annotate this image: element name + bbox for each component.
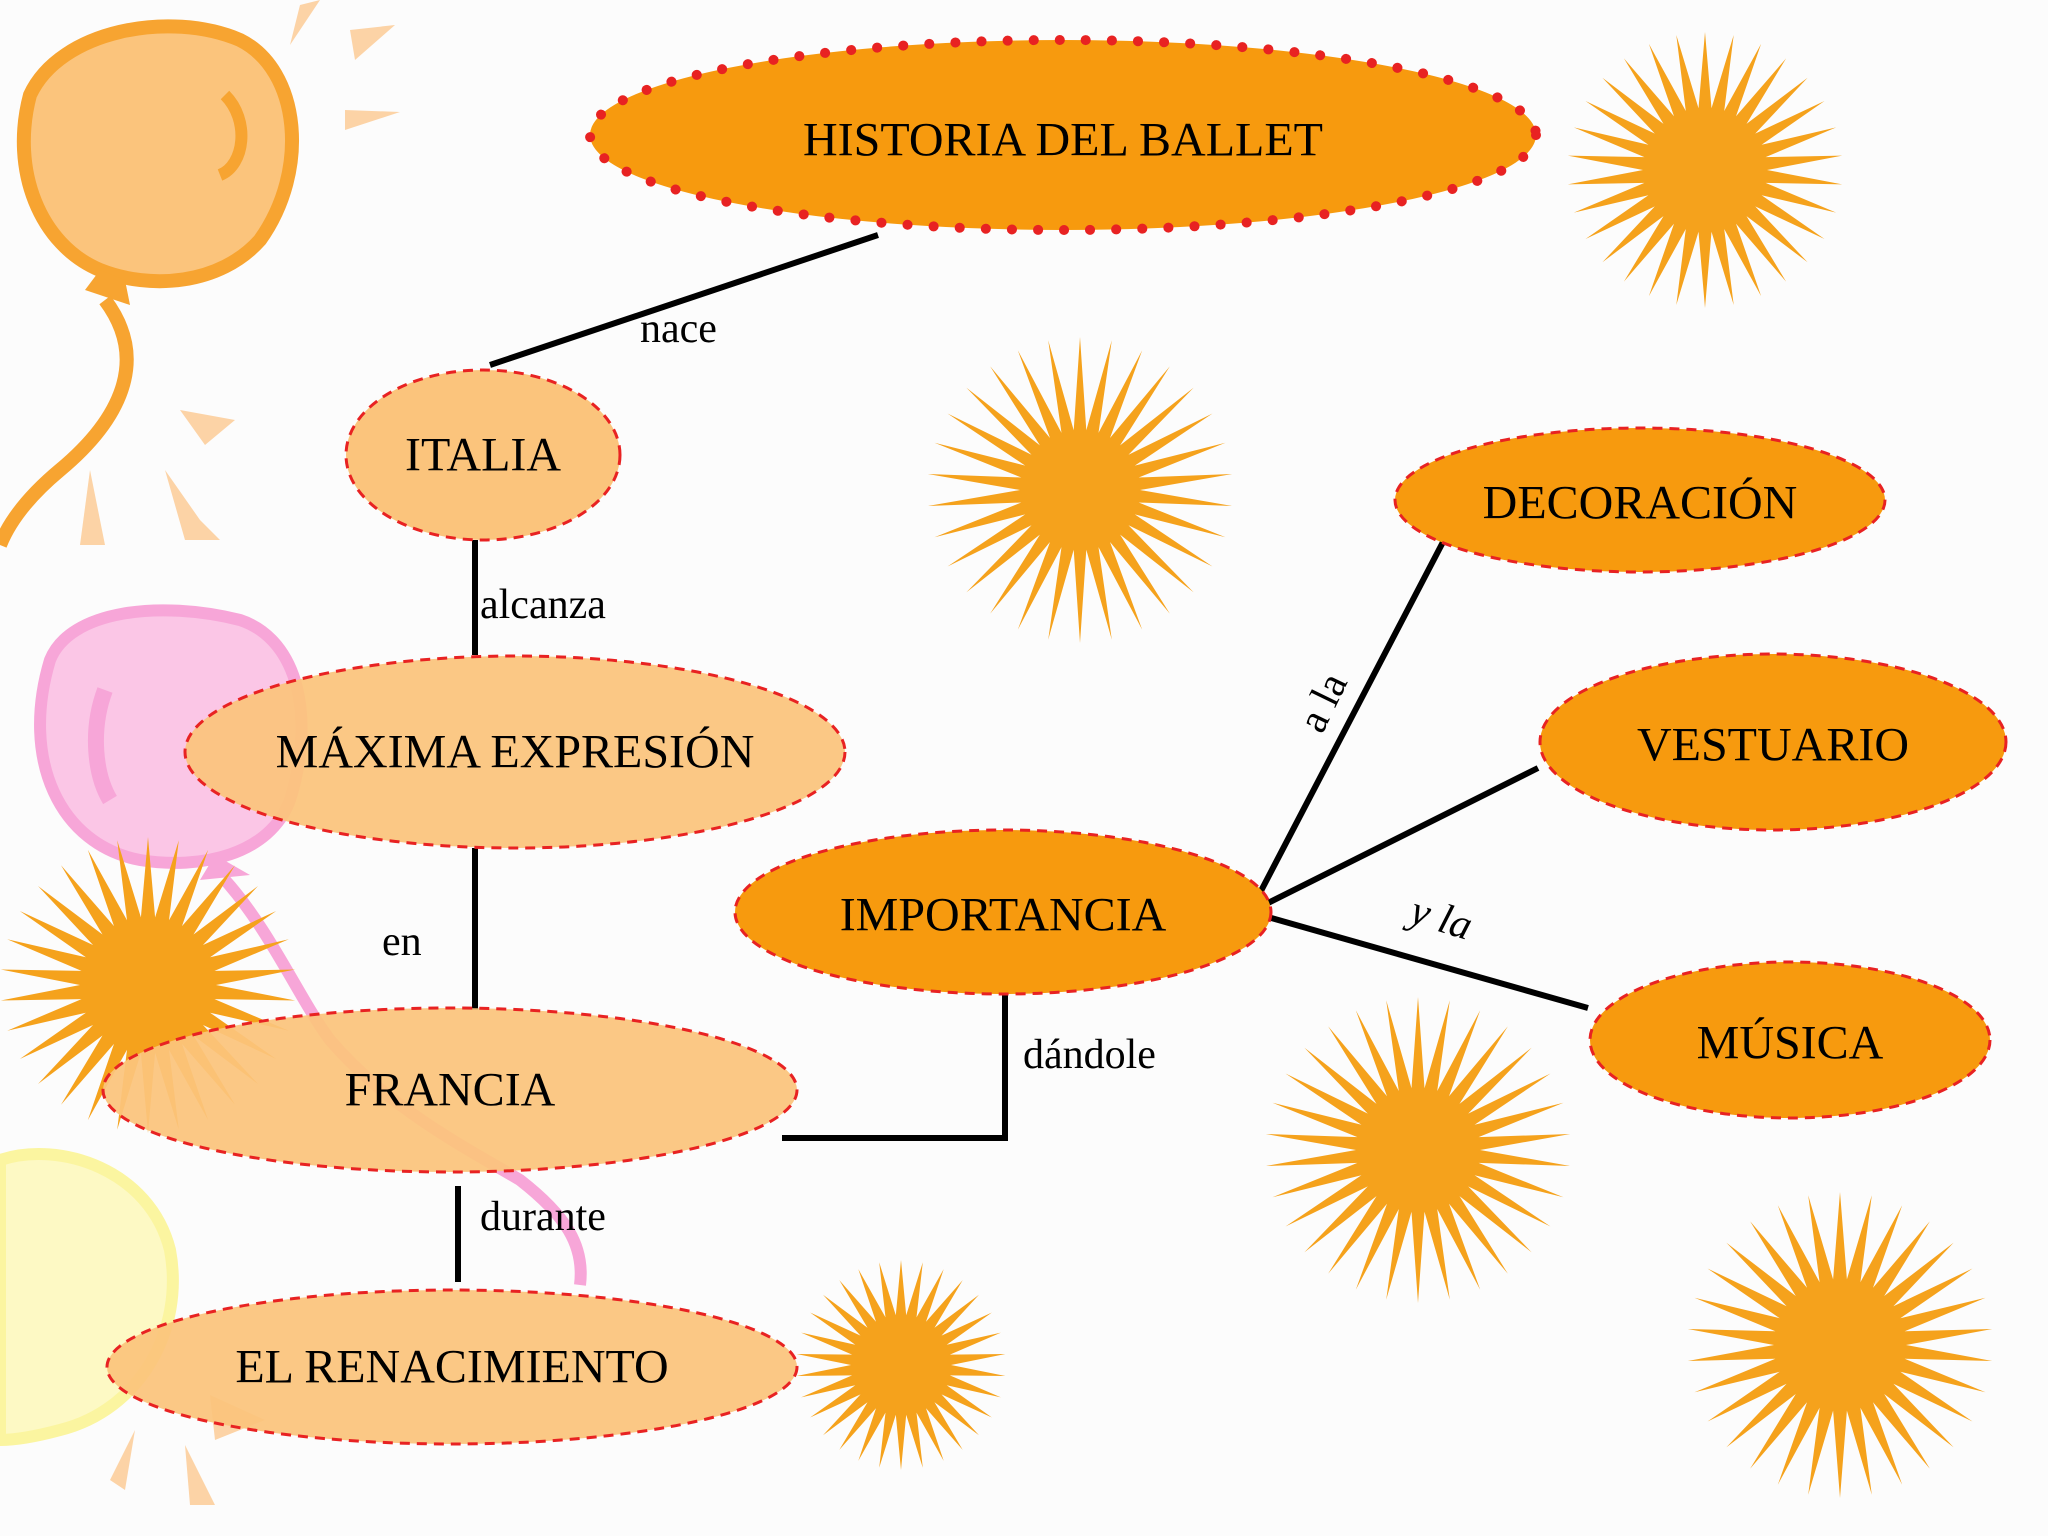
node-label-historia: HISTORIA DEL BALLET — [803, 114, 1323, 167]
link-label-en: en — [382, 919, 422, 965]
node-label-renacimiento: EL RENACIMIENTO — [235, 1341, 668, 1394]
node-label-italia: ITALIA — [405, 429, 561, 482]
connector-importancia-vestuario — [1248, 765, 1540, 915]
concept-nodes — [101, 35, 2008, 1446]
sun-decorations — [0, 32, 1993, 1498]
node-label-vestuario: VESTUARIO — [1637, 719, 1909, 772]
link-label-nace: nace — [640, 306, 717, 352]
node-musica — [1588, 960, 1992, 1120]
connector-importancia-decoracion — [1247, 540, 1446, 914]
node-labels: HISTORIA DEL BALLET ITALIA MÁXIMA EXPRES… — [235, 114, 1909, 1394]
sun-icon — [796, 1260, 1006, 1470]
link-label-y-la: y la — [1401, 886, 1477, 949]
sun-icon — [0, 837, 296, 1133]
node-label-decoracion: DECORACIÓN — [1483, 476, 1798, 530]
node-decoracion — [1393, 426, 1887, 574]
sun-icon — [1687, 1192, 1993, 1498]
node-label-musica: MÚSICA — [1697, 1016, 1884, 1070]
link-label-alcanza: alcanza — [480, 582, 606, 628]
sun-icon — [1567, 32, 1843, 308]
link-label-durante: durante — [480, 1194, 606, 1240]
node-maxima — [183, 654, 847, 850]
node-renacimiento — [105, 1288, 799, 1446]
connectors — [455, 232, 1589, 1282]
node-italia — [344, 368, 622, 542]
node-historia — [585, 35, 1541, 235]
sun-icon — [927, 337, 1233, 643]
orange-balloon-icon — [0, 0, 400, 548]
node-label-maxima: MÁXIMA EXPRESIÓN — [276, 725, 755, 779]
connector-francia-importancia — [782, 995, 1008, 1141]
link-label-dandole: dándole — [1023, 1032, 1156, 1078]
node-importancia — [733, 828, 1273, 996]
node-label-francia: FRANCIA — [345, 1064, 556, 1117]
connector-historia-italia — [489, 232, 879, 368]
node-label-importancia: IMPORTANCIA — [840, 889, 1167, 942]
node-vestuario — [1538, 652, 2008, 832]
node-francia — [101, 1006, 799, 1174]
connector-importancia-musica — [1249, 909, 1589, 1011]
sun-icon — [1265, 997, 1571, 1303]
